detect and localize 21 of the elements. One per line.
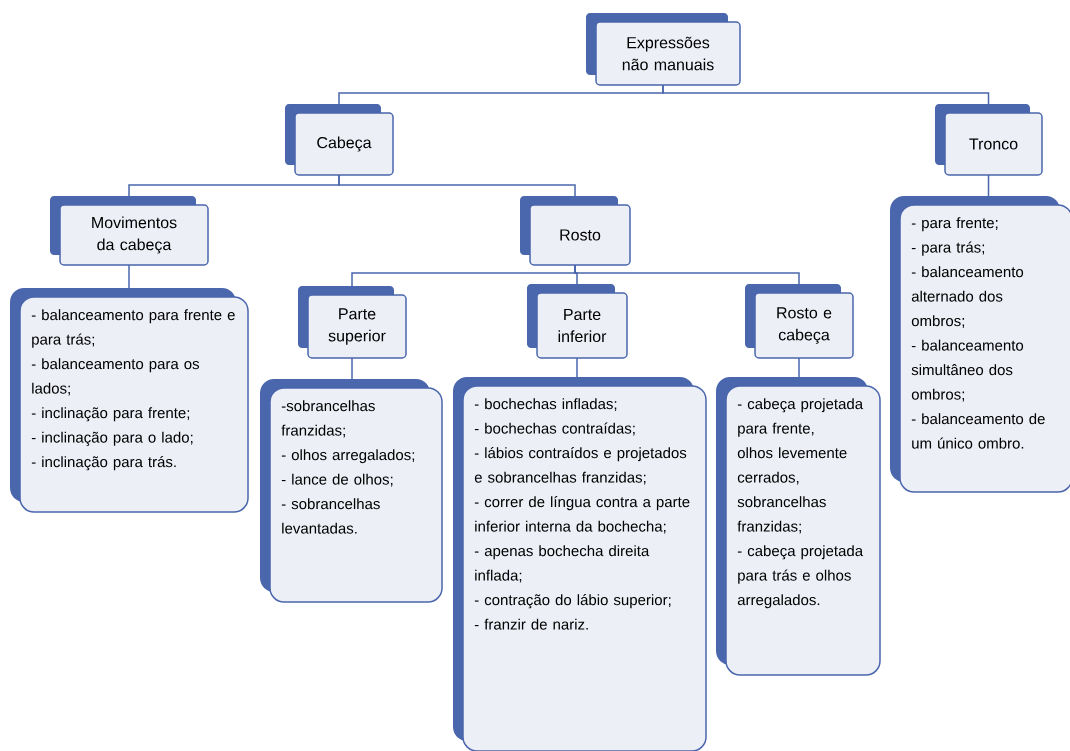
category-box: Expressões não manuais xyxy=(586,13,741,86)
connector-line xyxy=(576,357,578,378)
category-box: Parte inferior xyxy=(527,284,628,359)
category-box: Tronco xyxy=(935,104,1043,176)
connector-line xyxy=(338,174,576,197)
category-box: Parte superior xyxy=(298,286,407,359)
category-box: Rosto e cabeça xyxy=(745,284,854,359)
connector-line xyxy=(987,174,990,197)
category-box: Cabeça xyxy=(285,104,394,176)
list-box: - para frente; - para trás; - balanceamento alternado dos ombros; - balanceamento simultâneo dos ombros; - balanceamento de um único ombro. xyxy=(890,196,1070,493)
connector-line xyxy=(128,264,130,289)
category-box: Rosto xyxy=(520,196,631,266)
connector-line xyxy=(574,264,800,285)
list-box: - bochechas infladas; - bochechas contraídas; - lábios contraídos e projetados e sobrancelhas franzidas; - correr de língua contra a parte inferior interna da bochecha; - apenas bochecha direita inflada; - contração do lábio superior; - franzir de nariz. xyxy=(453,377,707,751)
list-box: - cabeça projetada para frente, olhos levemente cerrados, sobrancelhas franzidas; - cabeça projetada para trás e olhos arregalados. xyxy=(716,377,881,676)
list-box: - balanceamento para frente e para trás; - balanceamento para os lados; - inclinação para frente; - inclinação para o lado; - inclinação para trás. xyxy=(10,288,249,513)
connector-line xyxy=(798,357,800,378)
list-box: -sobrancelhas franzidas; - olhos arregalados; - lance de olhos; - sobrancelhas levantadas. xyxy=(260,379,443,603)
connector-line xyxy=(662,84,990,105)
category-box: Movimentos da cabeça xyxy=(50,196,209,266)
connector-line xyxy=(351,357,353,380)
